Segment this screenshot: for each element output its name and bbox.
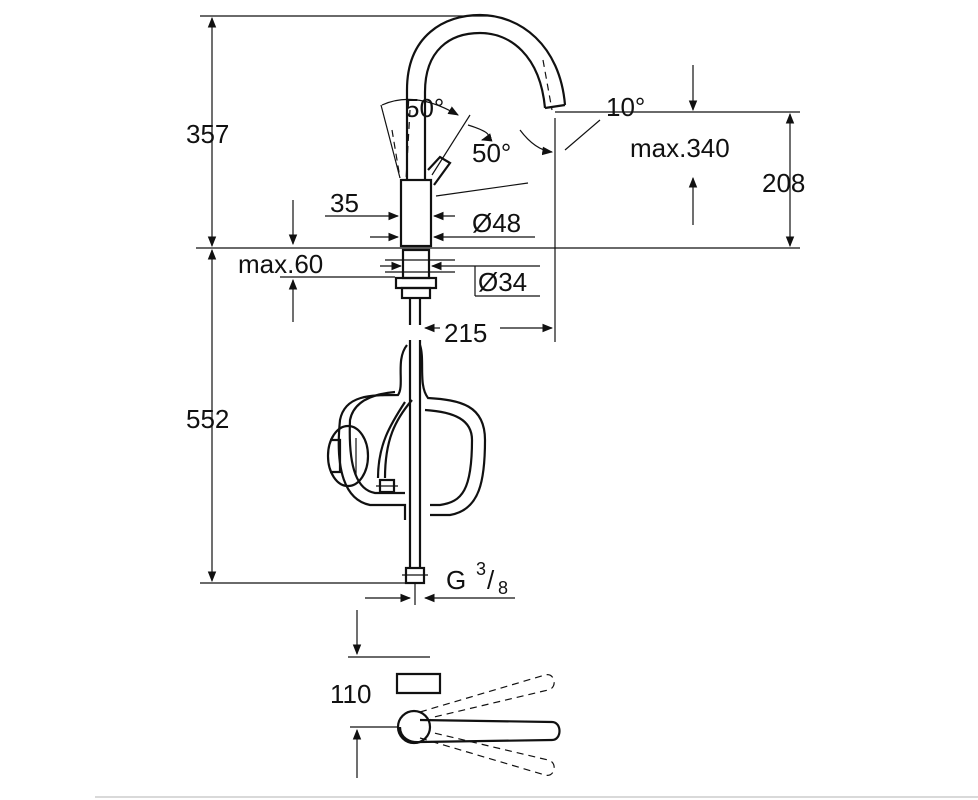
deck-thickness-label: max.60 (238, 249, 323, 279)
spout-angle-arc (519, 129, 554, 156)
supply-hose (402, 340, 428, 585)
bottom-divider (95, 796, 978, 798)
height-lower-label: 552 (186, 404, 229, 434)
lever-angle-arc-2 (467, 124, 493, 142)
connection-size-numerator: 3 (476, 559, 486, 579)
connection-thread-label: G (446, 565, 466, 595)
connection-size-denominator: 8 (498, 578, 508, 598)
spout-reach-label: 215 (444, 318, 487, 348)
lever-angle-2-label: 50° (472, 138, 511, 168)
lever-width-label: 35 (330, 188, 359, 218)
top-view-depth-label: 110 (330, 679, 371, 709)
spout-angle-leader (564, 119, 601, 151)
spout-height-label: 208 (762, 168, 805, 198)
connection-fraction-slash: / (487, 565, 495, 595)
spout-angle-label: 10° (606, 92, 645, 122)
faucet-body (380, 104, 529, 248)
body-diameter-label: Ø48 (472, 208, 521, 238)
hole-diameter-label: Ø34 (478, 267, 527, 297)
faucet-spout (405, 13, 567, 180)
deck-mount (385, 248, 455, 325)
height-upper-label: 357 (186, 119, 229, 149)
overall-height-dimension (196, 15, 800, 584)
lever-angle-arc-1 (381, 98, 459, 116)
top-view (348, 656, 561, 776)
hose-weight (326, 424, 370, 488)
spout-max-height-label: max.340 (630, 133, 730, 163)
lever-angle-1-label: 50° (405, 93, 444, 123)
